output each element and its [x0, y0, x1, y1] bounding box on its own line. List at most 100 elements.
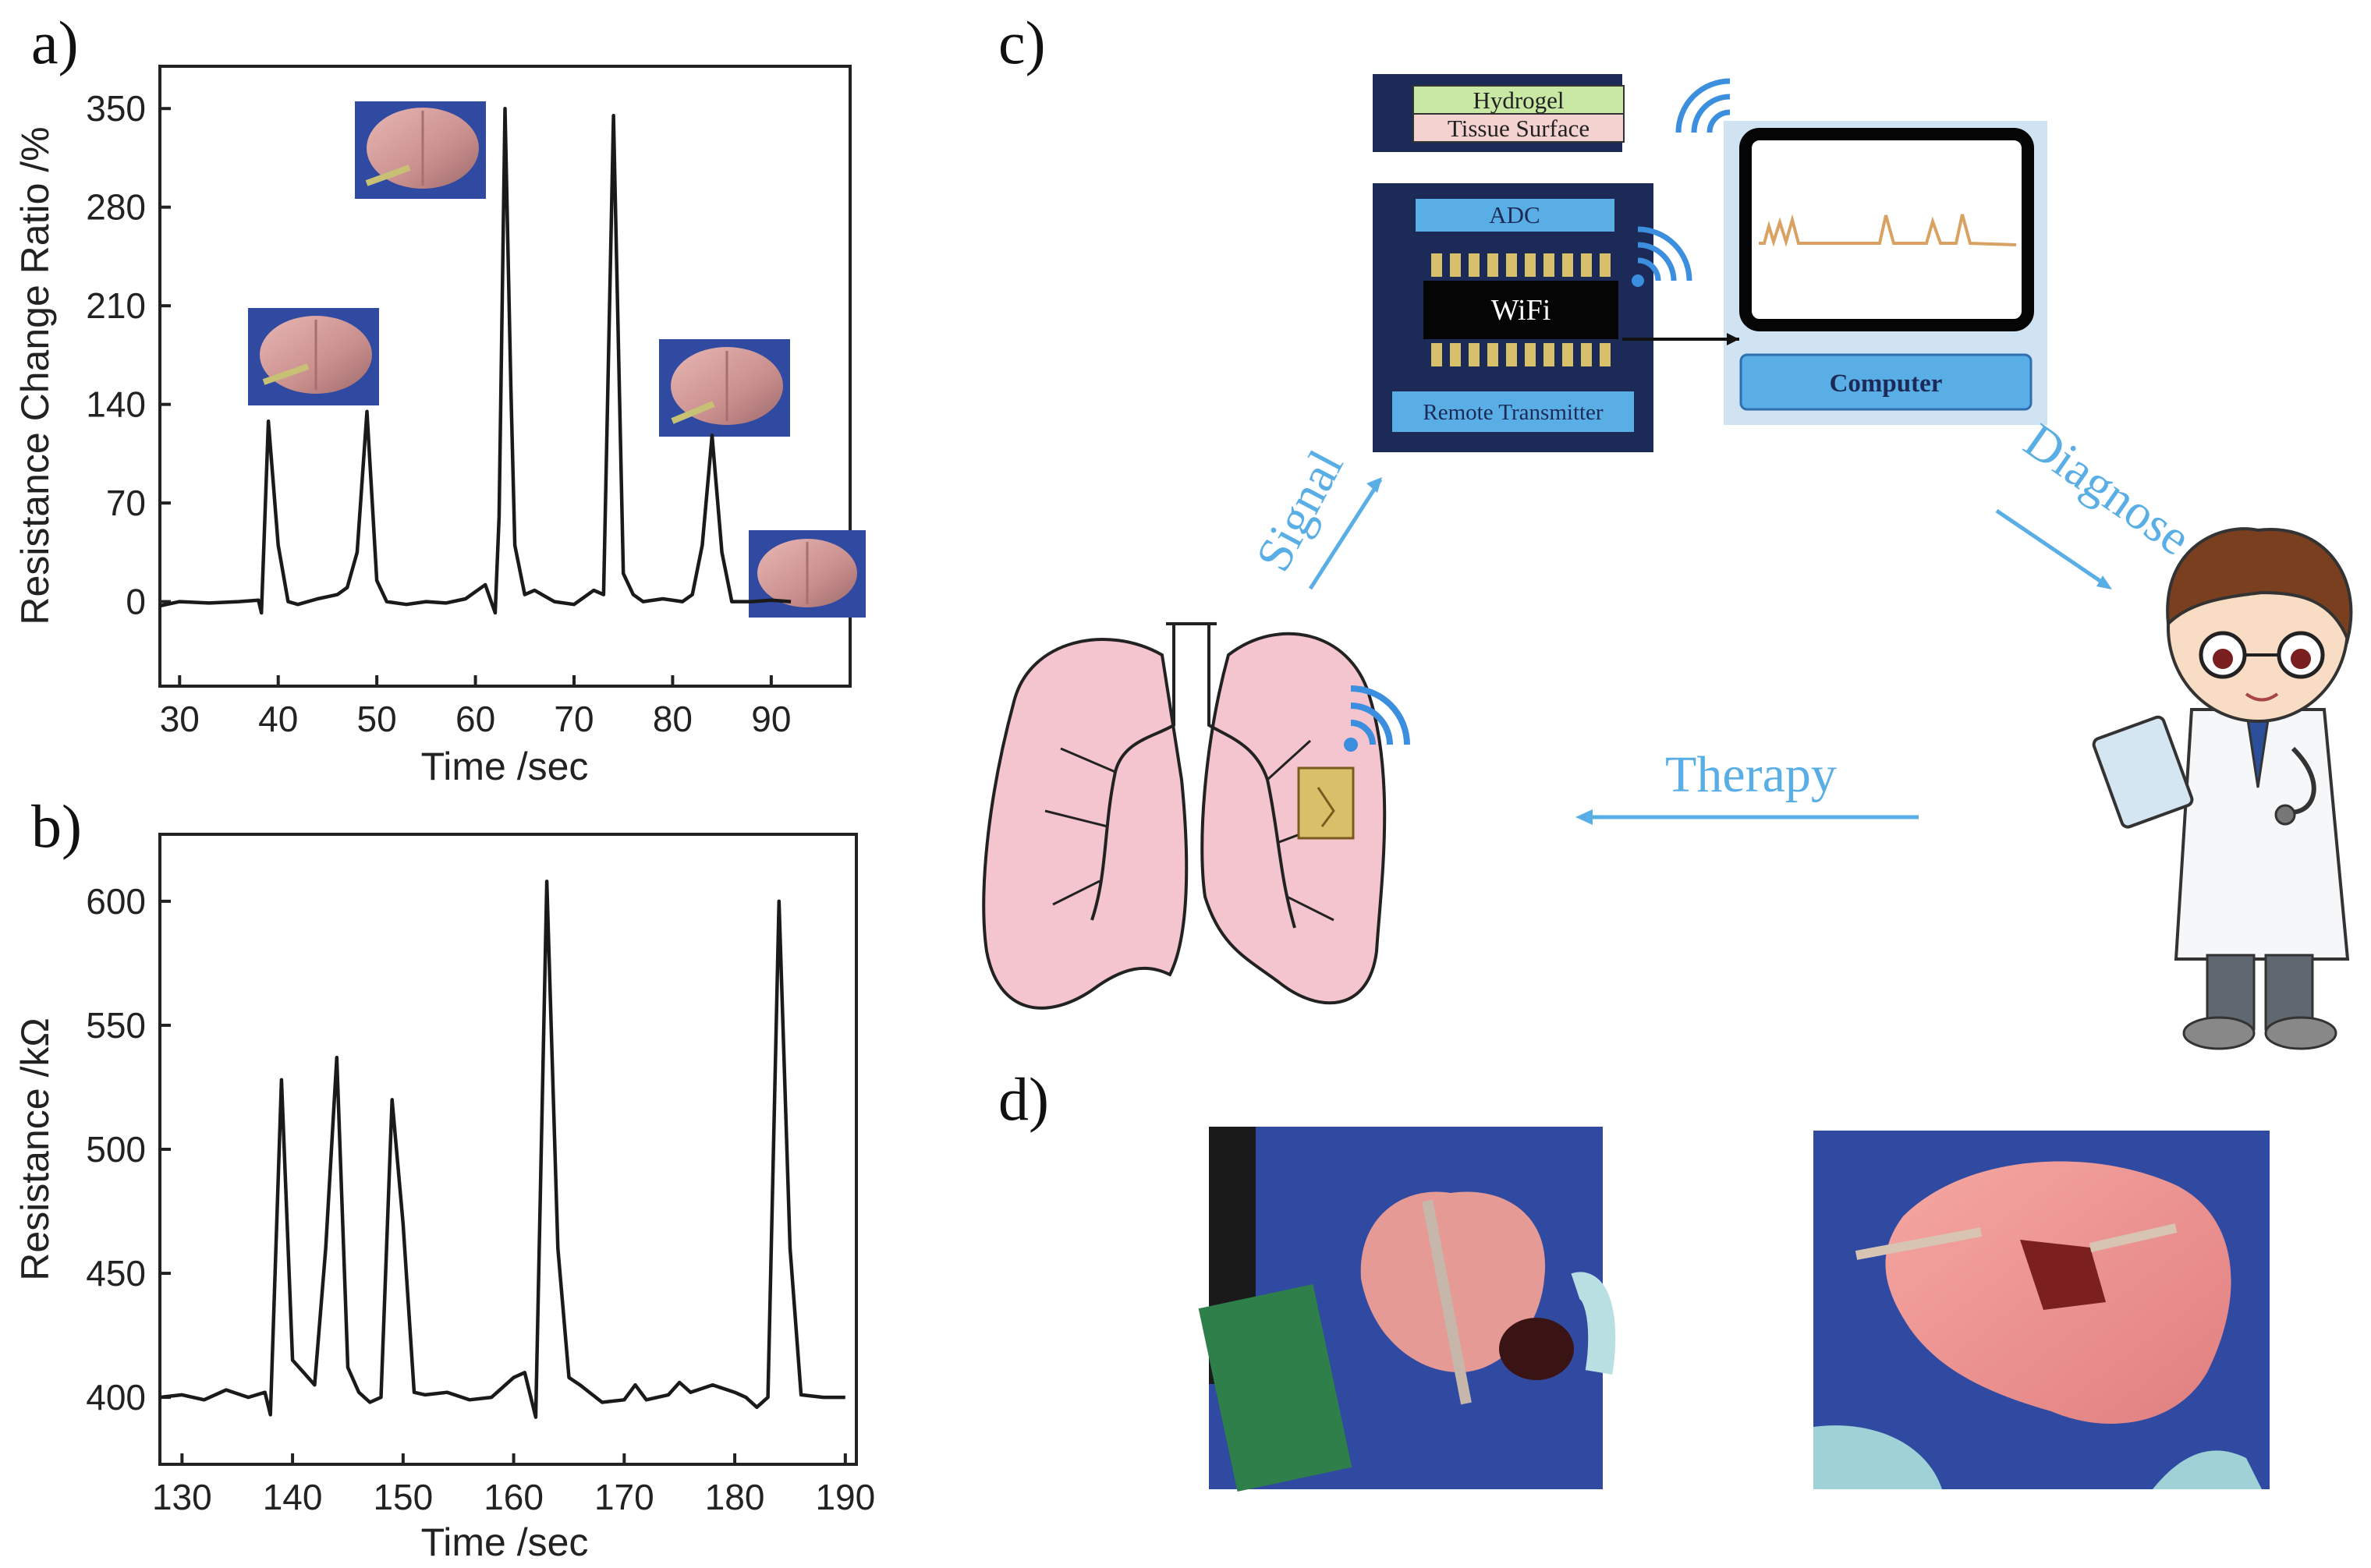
signal-arrowhead-icon [1366, 477, 1382, 493]
chart-b-frame [158, 833, 858, 1466]
diagnose-arrow [1995, 508, 2107, 587]
signal-label: Signal [1245, 441, 1353, 580]
chart-b-series-line [159, 880, 845, 1419]
signal-arrow [1308, 478, 1383, 590]
doctor-illustration [2092, 527, 2353, 1050]
y-tick-label: 550 [86, 1005, 146, 1046]
x-tick-label: 170 [594, 1477, 654, 1517]
x-tick-label: 30 [160, 699, 200, 739]
panel-label-d: d) [998, 1065, 1049, 1133]
chip-pin [1562, 343, 1573, 366]
brain-photo-4 [749, 530, 866, 618]
wifi-icon-lung [1344, 685, 1410, 752]
arrowhead-icon [1727, 333, 1739, 345]
chip-pin [1450, 343, 1461, 366]
y-tick-label: 450 [86, 1253, 146, 1294]
brain-photo-1 [248, 308, 379, 405]
adc-block [1416, 199, 1614, 232]
chart-b-ticks [160, 899, 847, 1464]
computer-screen [1739, 128, 2034, 331]
chip-pins-bottom [1431, 343, 1611, 366]
brain-photo-2 [355, 101, 486, 199]
x-tick-label: 40 [258, 699, 298, 739]
x-tick-label: 60 [455, 699, 495, 739]
chip-pin [1581, 253, 1592, 277]
chip-pin [1600, 343, 1611, 366]
y-tick-label: 600 [86, 881, 146, 922]
chip-pin [1487, 253, 1498, 277]
chart-a: 30 40 50 60 70 80 90 0 70 140 210 280 350 Time /sec [13, 65, 866, 788]
x-tick-label: 160 [484, 1477, 544, 1517]
therapy-arrowhead-icon [1575, 809, 1593, 825]
chip-pin [1431, 343, 1442, 366]
chart-a-ticks [160, 107, 773, 686]
x-tick-label: 130 [152, 1477, 212, 1517]
wifi-label: WiFi [1491, 294, 1551, 327]
y-tick-label: 400 [86, 1377, 146, 1418]
chip-pin [1506, 253, 1517, 277]
diagnose-arrowhead-icon [2096, 575, 2112, 589]
chip-pin [1562, 253, 1573, 277]
hydrogel-label: Hydrogel [1473, 87, 1564, 114]
chip-pin [1506, 343, 1517, 366]
remote-transmitter-bar [1392, 391, 1634, 432]
lung-illustration [982, 622, 1387, 1010]
chart-a-frame [158, 65, 852, 688]
computer-label: Computer [1830, 370, 1943, 398]
y-tick-label: 140 [86, 384, 146, 425]
photo-lung-with-device [1198, 1127, 1616, 1492]
photo-lung-closeup [1813, 1131, 2270, 1489]
panel-label-a: a) [31, 9, 79, 76]
y-tick-label: 70 [106, 483, 146, 523]
y-tick-label: 500 [86, 1129, 146, 1170]
hydrogel-layer [1412, 85, 1625, 115]
chart-a-ylabel: Resistance Change Ratio /% [13, 126, 57, 625]
chart-a-tick-labels: 30 40 50 60 70 80 90 0 70 140 210 280 350 [86, 88, 791, 739]
x-tick-label: 140 [263, 1477, 323, 1517]
panel-label-c: c) [998, 9, 1046, 76]
wifi-chip [1423, 281, 1618, 339]
brain-photo-3 [659, 339, 790, 437]
panel-label-b: b) [31, 792, 82, 860]
tissue-layer [1412, 113, 1625, 143]
chip-pin [1543, 253, 1554, 277]
chart-b-ylabel: Resistance /kΩ [13, 1018, 57, 1281]
computer-screen-trace [1759, 214, 2017, 247]
x-tick-label: 150 [373, 1477, 433, 1517]
chip-pin [1525, 253, 1536, 277]
chart-b: 130 140 150 160 170 180 190 400 450 500 550 600 Tim… [13, 833, 875, 1564]
x-tick-label: 80 [653, 699, 693, 739]
chip-pin [1469, 343, 1480, 366]
chart-b-tick-labels: 130 140 150 160 170 180 190 400 450 500 550 600 [86, 881, 875, 1517]
x-tick-label: 180 [705, 1477, 765, 1517]
chart-b-xlabel: Time /sec [421, 1520, 589, 1564]
chip-pin [1450, 253, 1461, 277]
chip-pin [1543, 343, 1554, 366]
remote-transmitter-label: Remote Transmitter [1423, 400, 1604, 425]
chip-pin [1600, 253, 1611, 277]
tissue-surface-label: Tissue Surface [1448, 115, 1590, 142]
sensor-patch [1297, 766, 1355, 840]
wifi-icon-transmitter [1632, 226, 1692, 287]
adc-label: ADC [1489, 201, 1540, 228]
x-tick-label: 190 [815, 1477, 875, 1517]
chip-pin [1487, 343, 1498, 366]
chip-pins-top [1431, 253, 1611, 277]
chart-a-xlabel: Time /sec [421, 745, 589, 788]
y-tick-label: 280 [86, 187, 146, 228]
x-tick-label: 70 [554, 699, 594, 739]
y-tick-label: 350 [86, 88, 146, 129]
chip-pin [1469, 253, 1480, 277]
x-tick-label: 50 [357, 699, 397, 739]
computer-label-bar [1739, 353, 2033, 411]
y-tick-label: 210 [86, 285, 146, 326]
y-tick-label: 0 [126, 582, 146, 622]
chip-pin [1581, 343, 1592, 366]
chart-a-series-line [159, 106, 792, 615]
chip-pin [1525, 343, 1536, 366]
therapy-label: Therapy [1665, 746, 1837, 803]
chip-pin [1431, 253, 1442, 277]
system-diagram: Hydrogel Tissue Surface ADC WiFi Remote … [982, 74, 2353, 1050]
x-tick-label: 90 [751, 699, 791, 739]
